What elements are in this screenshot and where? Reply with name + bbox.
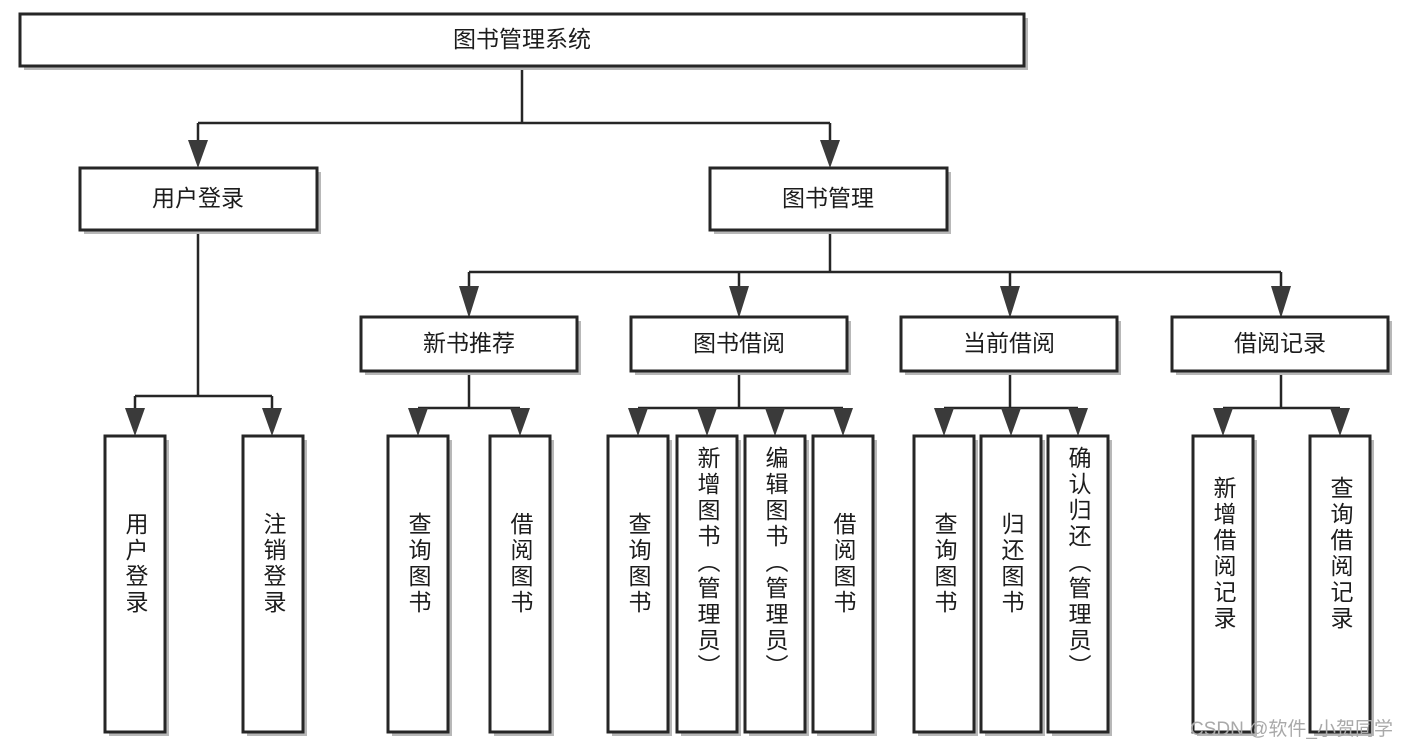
- leaf-current-borrow-2-box[interactable]: [979, 434, 1043, 734]
- leaf-current-borrow-3-label: 确认归还（管理员）: [1065, 446, 1092, 680]
- leaf-user-login-2-box[interactable]: [241, 434, 305, 734]
- arrow-current-borrow-leaf-1: [934, 408, 954, 436]
- leaf-borrow-record-1[interactable]: 新增借阅记录: [1191, 434, 1257, 736]
- leaf-book-borrow-2[interactable]: 新增图书（管理员）: [675, 434, 741, 736]
- arrow-root-to-book-mgmt: [820, 140, 840, 168]
- leaf-current-borrow-2-label: 归还图书: [998, 512, 1025, 616]
- leaf-current-borrow-3-box[interactable]: [1046, 434, 1110, 734]
- connector-group-new-book: [408, 373, 530, 436]
- node-current-borrow-box[interactable]: [899, 315, 1119, 373]
- arrow-borrow-record-leaf-2: [1330, 408, 1350, 436]
- leaf-user-login-2-label: 注销登录: [260, 512, 287, 616]
- leaf-book-borrow-4-box[interactable]: [811, 434, 875, 734]
- leaf-user-login-1-label: 用户登录: [122, 512, 149, 616]
- node-root-box[interactable]: [18, 12, 1026, 68]
- arrow-book-borrow-leaf-2: [697, 408, 717, 436]
- leaf-new-book-2-label: 借阅图书: [507, 512, 534, 616]
- node-book-borrow-label: 图书借阅: [693, 330, 785, 356]
- node-new-book-recommend-label: 新书推荐: [423, 330, 515, 356]
- arrow-current-borrow-leaf-2: [1001, 408, 1021, 436]
- node-user-login[interactable]: 用户登录: [78, 166, 321, 234]
- arrow-user-login-leaf-2: [262, 408, 282, 436]
- arrow-borrow-record-leaf-1: [1213, 408, 1233, 436]
- node-user-login-label: 用户登录: [152, 185, 244, 211]
- leaf-new-book-2-box[interactable]: [488, 434, 552, 734]
- arrow-current-borrow-leaf-3: [1068, 408, 1088, 436]
- leaf-book-borrow-3-box[interactable]: [743, 434, 807, 734]
- leaf-book-borrow-4[interactable]: 借阅图书: [811, 434, 877, 736]
- leaf-user-login-2[interactable]: 注销登录: [241, 434, 307, 736]
- connector-group-user-login: [125, 232, 282, 436]
- leaf-book-borrow-3[interactable]: 编辑图书（管理员）: [743, 434, 809, 736]
- node-new-book-recommend[interactable]: 新书推荐: [359, 315, 581, 375]
- leaf-current-borrow-2[interactable]: 归还图书: [979, 434, 1045, 736]
- leaf-current-borrow-3[interactable]: 确认归还（管理员）: [1046, 434, 1112, 736]
- leaf-borrow-record-2-box[interactable]: [1308, 434, 1372, 734]
- leaf-book-borrow-3-label: 编辑图书（管理员）: [762, 446, 789, 680]
- arrow-new-book-leaf-1: [408, 408, 428, 436]
- arrow-root-to-user-login: [188, 140, 208, 168]
- connector-group-root: [188, 66, 840, 168]
- connector-group-borrow-record: [1213, 373, 1350, 436]
- leaf-user-login-1[interactable]: 用户登录: [103, 434, 169, 736]
- node-user-login-box[interactable]: [78, 166, 319, 232]
- node-book-management-label: 图书管理: [782, 185, 874, 211]
- arrow-user-login-leaf-1: [125, 408, 145, 436]
- arrow-book-mgmt-to-book-borrow: [729, 286, 749, 318]
- node-root[interactable]: 图书管理系统: [18, 12, 1028, 70]
- leaf-borrow-record-1-label: 新增借阅记录: [1210, 476, 1237, 632]
- node-borrow-record[interactable]: 借阅记录: [1170, 315, 1392, 375]
- node-borrow-record-label: 借阅记录: [1234, 330, 1326, 356]
- leaf-book-borrow-4-label: 借阅图书: [830, 512, 857, 616]
- arrow-book-mgmt-to-new-book: [459, 286, 479, 318]
- leaf-book-borrow-1[interactable]: 查询图书: [606, 434, 672, 736]
- leaf-current-borrow-1-label: 查询图书: [931, 512, 958, 616]
- leaf-book-borrow-1-label: 查询图书: [625, 512, 652, 616]
- leaf-borrow-record-1-box[interactable]: [1191, 434, 1255, 734]
- arrow-book-borrow-leaf-4: [833, 408, 853, 436]
- node-new-book-recommend-box[interactable]: [359, 315, 579, 373]
- connector-group-book-mgmt: [459, 232, 1291, 318]
- arrow-book-mgmt-to-borrow-record: [1271, 286, 1291, 318]
- leaf-book-borrow-2-box[interactable]: [675, 434, 739, 734]
- leaf-borrow-record-2-label: 查询借阅记录: [1327, 476, 1354, 632]
- arrow-new-book-leaf-2: [510, 408, 530, 436]
- leaf-new-book-1-box[interactable]: [386, 434, 450, 734]
- leaf-book-borrow-1-box[interactable]: [606, 434, 670, 734]
- node-current-borrow[interactable]: 当前借阅: [899, 315, 1121, 375]
- arrow-book-borrow-leaf-1: [628, 408, 648, 436]
- connector-group-current-borrow: [934, 373, 1088, 436]
- leaf-current-borrow-1-box[interactable]: [912, 434, 976, 734]
- arrow-book-mgmt-to-current-borrow: [1000, 286, 1020, 318]
- leaf-new-book-1[interactable]: 查询图书: [386, 434, 452, 736]
- node-book-management[interactable]: 图书管理: [708, 166, 951, 234]
- leaf-borrow-record-2[interactable]: 查询借阅记录: [1308, 434, 1374, 736]
- node-current-borrow-label: 当前借阅: [963, 330, 1055, 356]
- connector-group-book-borrow: [628, 373, 853, 436]
- leaf-current-borrow-1[interactable]: 查询图书: [912, 434, 978, 736]
- node-book-management-box[interactable]: [708, 166, 949, 232]
- leaf-book-borrow-2-label: 新增图书（管理员）: [694, 446, 721, 680]
- node-borrow-record-box[interactable]: [1170, 315, 1390, 373]
- node-book-borrow-box[interactable]: [629, 315, 849, 373]
- node-root-label: 图书管理系统: [453, 26, 591, 52]
- arrow-book-borrow-leaf-3: [765, 408, 785, 436]
- leaf-new-book-1-label: 查询图书: [405, 512, 432, 616]
- leaf-new-book-2[interactable]: 借阅图书: [488, 434, 554, 736]
- node-book-borrow[interactable]: 图书借阅: [629, 315, 851, 375]
- leaf-user-login-1-box[interactable]: [103, 434, 167, 734]
